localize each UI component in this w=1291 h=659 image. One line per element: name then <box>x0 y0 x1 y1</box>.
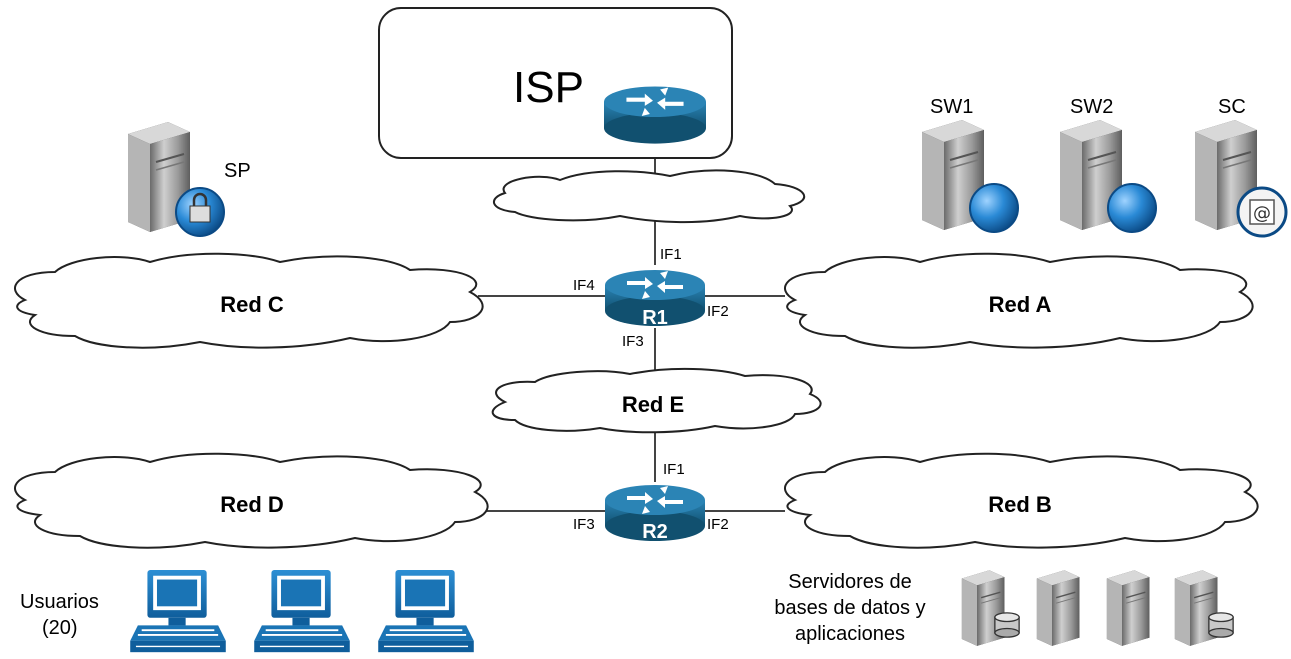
db-servers-line1: Servidores de <box>788 571 911 593</box>
isp-router-icon <box>604 86 706 144</box>
red-b-label: Red B <box>988 492 1052 517</box>
db-server-4 <box>1174 569 1234 647</box>
sp-label: SP <box>224 160 251 182</box>
workstation-icon <box>129 570 227 654</box>
red-a-label: Red A <box>989 292 1052 317</box>
red-e-label: Red E <box>622 392 684 417</box>
workstation-icon <box>377 570 475 654</box>
red-c-cloud <box>14 252 484 349</box>
db-server-3 <box>1106 569 1151 647</box>
workstation-icon <box>253 570 351 654</box>
database-icon <box>1208 612 1234 638</box>
users-label-line2: (20) <box>42 617 78 639</box>
r1-if4: IF4 <box>573 277 595 294</box>
database-icon <box>994 612 1020 638</box>
isp-label: ISP <box>513 63 584 112</box>
users-label-line1: Usuarios <box>20 591 99 613</box>
server-sc: @ <box>1194 120 1288 238</box>
db-servers-line3: aplicaciones <box>795 623 905 645</box>
server-sp <box>127 122 225 237</box>
red-d-cloud <box>14 452 489 549</box>
red-d-label: Red D <box>220 492 284 517</box>
server-icon <box>1106 569 1151 647</box>
globe-icon <box>1107 183 1157 233</box>
top-cloud <box>493 169 805 224</box>
server-sw1 <box>921 120 1019 233</box>
svg-text:@: @ <box>1253 203 1271 224</box>
r1-if1: IF1 <box>660 246 682 263</box>
db-servers-line2: bases de datos y <box>774 597 925 619</box>
r2-label: R2 <box>642 521 668 543</box>
server-sw2 <box>1059 120 1157 233</box>
links <box>478 150 785 512</box>
router-r2: R2 <box>605 485 705 543</box>
router-r1: R1 <box>605 270 705 329</box>
db-server-1 <box>961 569 1020 647</box>
r1-if2: IF2 <box>707 303 729 320</box>
r1-label: R1 <box>642 307 668 329</box>
server-icon <box>1036 569 1081 647</box>
red-b-cloud <box>784 452 1259 549</box>
sw1-label: SW1 <box>930 96 973 118</box>
sw2-label: SW2 <box>1070 96 1113 118</box>
red-e-cloud <box>491 367 822 434</box>
red-c-label: Red C <box>220 292 284 317</box>
r2-if3: IF3 <box>573 516 595 533</box>
db-server-2 <box>1036 569 1081 647</box>
r2-if2: IF2 <box>707 516 729 533</box>
r1-if3: IF3 <box>622 333 644 350</box>
sc-label: SC <box>1218 96 1246 118</box>
red-a-cloud <box>784 252 1254 349</box>
globe-icon <box>969 183 1019 233</box>
r2-if1: IF1 <box>663 461 685 478</box>
